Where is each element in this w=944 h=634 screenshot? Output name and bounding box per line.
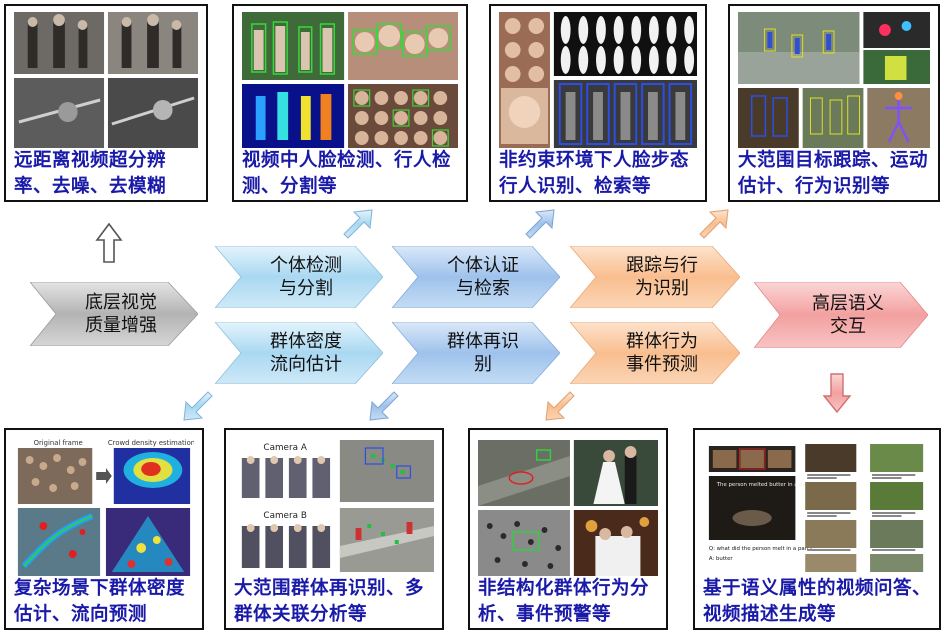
diagonal-up-arrow-icon — [340, 208, 374, 242]
diagonal-down-arrow-icon — [182, 388, 216, 422]
up-arrow-icon — [95, 222, 123, 264]
stage-label: 个体检测 与分割 — [270, 255, 342, 299]
card-caption: 视频中人脸检测、行人检测、分割等 — [242, 150, 452, 197]
stage-semantic-interaction: 高层语义 交互 — [754, 282, 928, 348]
card-crowd-density: Original frame Crowd density estimation … — [4, 428, 204, 630]
detection-images — [242, 12, 458, 148]
vqa-answer-label: A: butter — [709, 556, 733, 562]
stage-label: 群体行为 事件预测 — [626, 331, 698, 375]
card-group-behavior: 非结构化群体行为分析、事件预警等 — [468, 428, 668, 630]
card-caption: 复杂场景下群体密度估计、流向预测 — [14, 578, 186, 625]
camera-a-label: Camera A — [263, 443, 307, 453]
stage-detect-segment: 个体检测 与分割 — [215, 246, 383, 308]
stage-label: 底层视觉 质量增强 — [85, 292, 157, 336]
recognition-images — [499, 12, 697, 148]
super-resolution-images — [14, 12, 198, 148]
crowd-density-images: Original frame Crowd density estimation — [14, 436, 194, 576]
stage-label: 群体密度 流向估计 — [270, 331, 342, 375]
stage-group-event: 群体行为 事件预测 — [570, 322, 740, 384]
card-group-reid: Camera A Camera B 大范围群体再识别、多群体关联分析等 — [224, 428, 444, 630]
stage-group-reid: 群体再识 别 — [392, 322, 560, 384]
card-semantic-qa: The person melted butter in a pan. Q: wh… — [693, 428, 941, 630]
group-behavior-images — [478, 436, 658, 576]
semantic-qa-images: The person melted butter in a pan. Q: wh… — [703, 436, 931, 576]
vqa-caption-label: The person melted butter in a pan. — [716, 482, 812, 488]
card-super-resolution: 远距离视频超分辨率、去噪、去模糊 — [4, 4, 208, 202]
diagonal-up-arrow-icon — [522, 208, 556, 242]
diagonal-down-arrow-icon — [544, 388, 578, 422]
vqa-question-label: Q: what did the person melt in a pan ? — [709, 546, 813, 552]
stage-crowd-density: 群体密度 流向估计 — [215, 322, 383, 384]
stage-label: 群体再识 别 — [447, 331, 519, 375]
density-estimation-label: Crowd density estimation — [108, 439, 194, 447]
group-reid-images: Camera A Camera B — [234, 436, 434, 576]
stage-base-vision: 底层视觉 质量增强 — [30, 282, 198, 346]
original-frame-label: Original frame — [34, 439, 83, 447]
card-recognition: 非约束环境下人脸步态行人识别、检索等 — [489, 4, 707, 202]
card-caption: 非结构化群体行为分析、事件预警等 — [478, 578, 650, 625]
card-caption: 大范围群体再识别、多群体关联分析等 — [234, 578, 425, 625]
card-tracking: 大范围目标跟踪、运动估计、行为识别等 — [728, 4, 940, 202]
diagonal-down-arrow-icon — [368, 388, 402, 422]
card-caption: 基于语义属性的视频问答、视频描述生成等 — [703, 578, 932, 625]
stage-label: 个体认证 与检索 — [447, 255, 519, 299]
stage-tracking-action: 跟踪与行 为识别 — [570, 246, 740, 308]
stage-label: 高层语义 交互 — [812, 293, 884, 337]
card-caption: 远距离视频超分辨率、去噪、去模糊 — [14, 150, 167, 197]
diagonal-up-arrow-icon — [696, 208, 730, 242]
card-caption: 非约束环境下人脸步态行人识别、检索等 — [499, 150, 690, 197]
stage-label: 跟踪与行 为识别 — [626, 255, 698, 299]
card-caption: 大范围目标跟踪、运动估计、行为识别等 — [738, 150, 929, 197]
stage-auth-retrieval: 个体认证 与检索 — [392, 246, 560, 308]
tracking-images — [738, 12, 930, 148]
down-arrow-icon — [822, 372, 852, 414]
camera-b-label: Camera B — [263, 511, 306, 521]
card-detection: 视频中人脸检测、行人检测、分割等 — [232, 4, 468, 202]
